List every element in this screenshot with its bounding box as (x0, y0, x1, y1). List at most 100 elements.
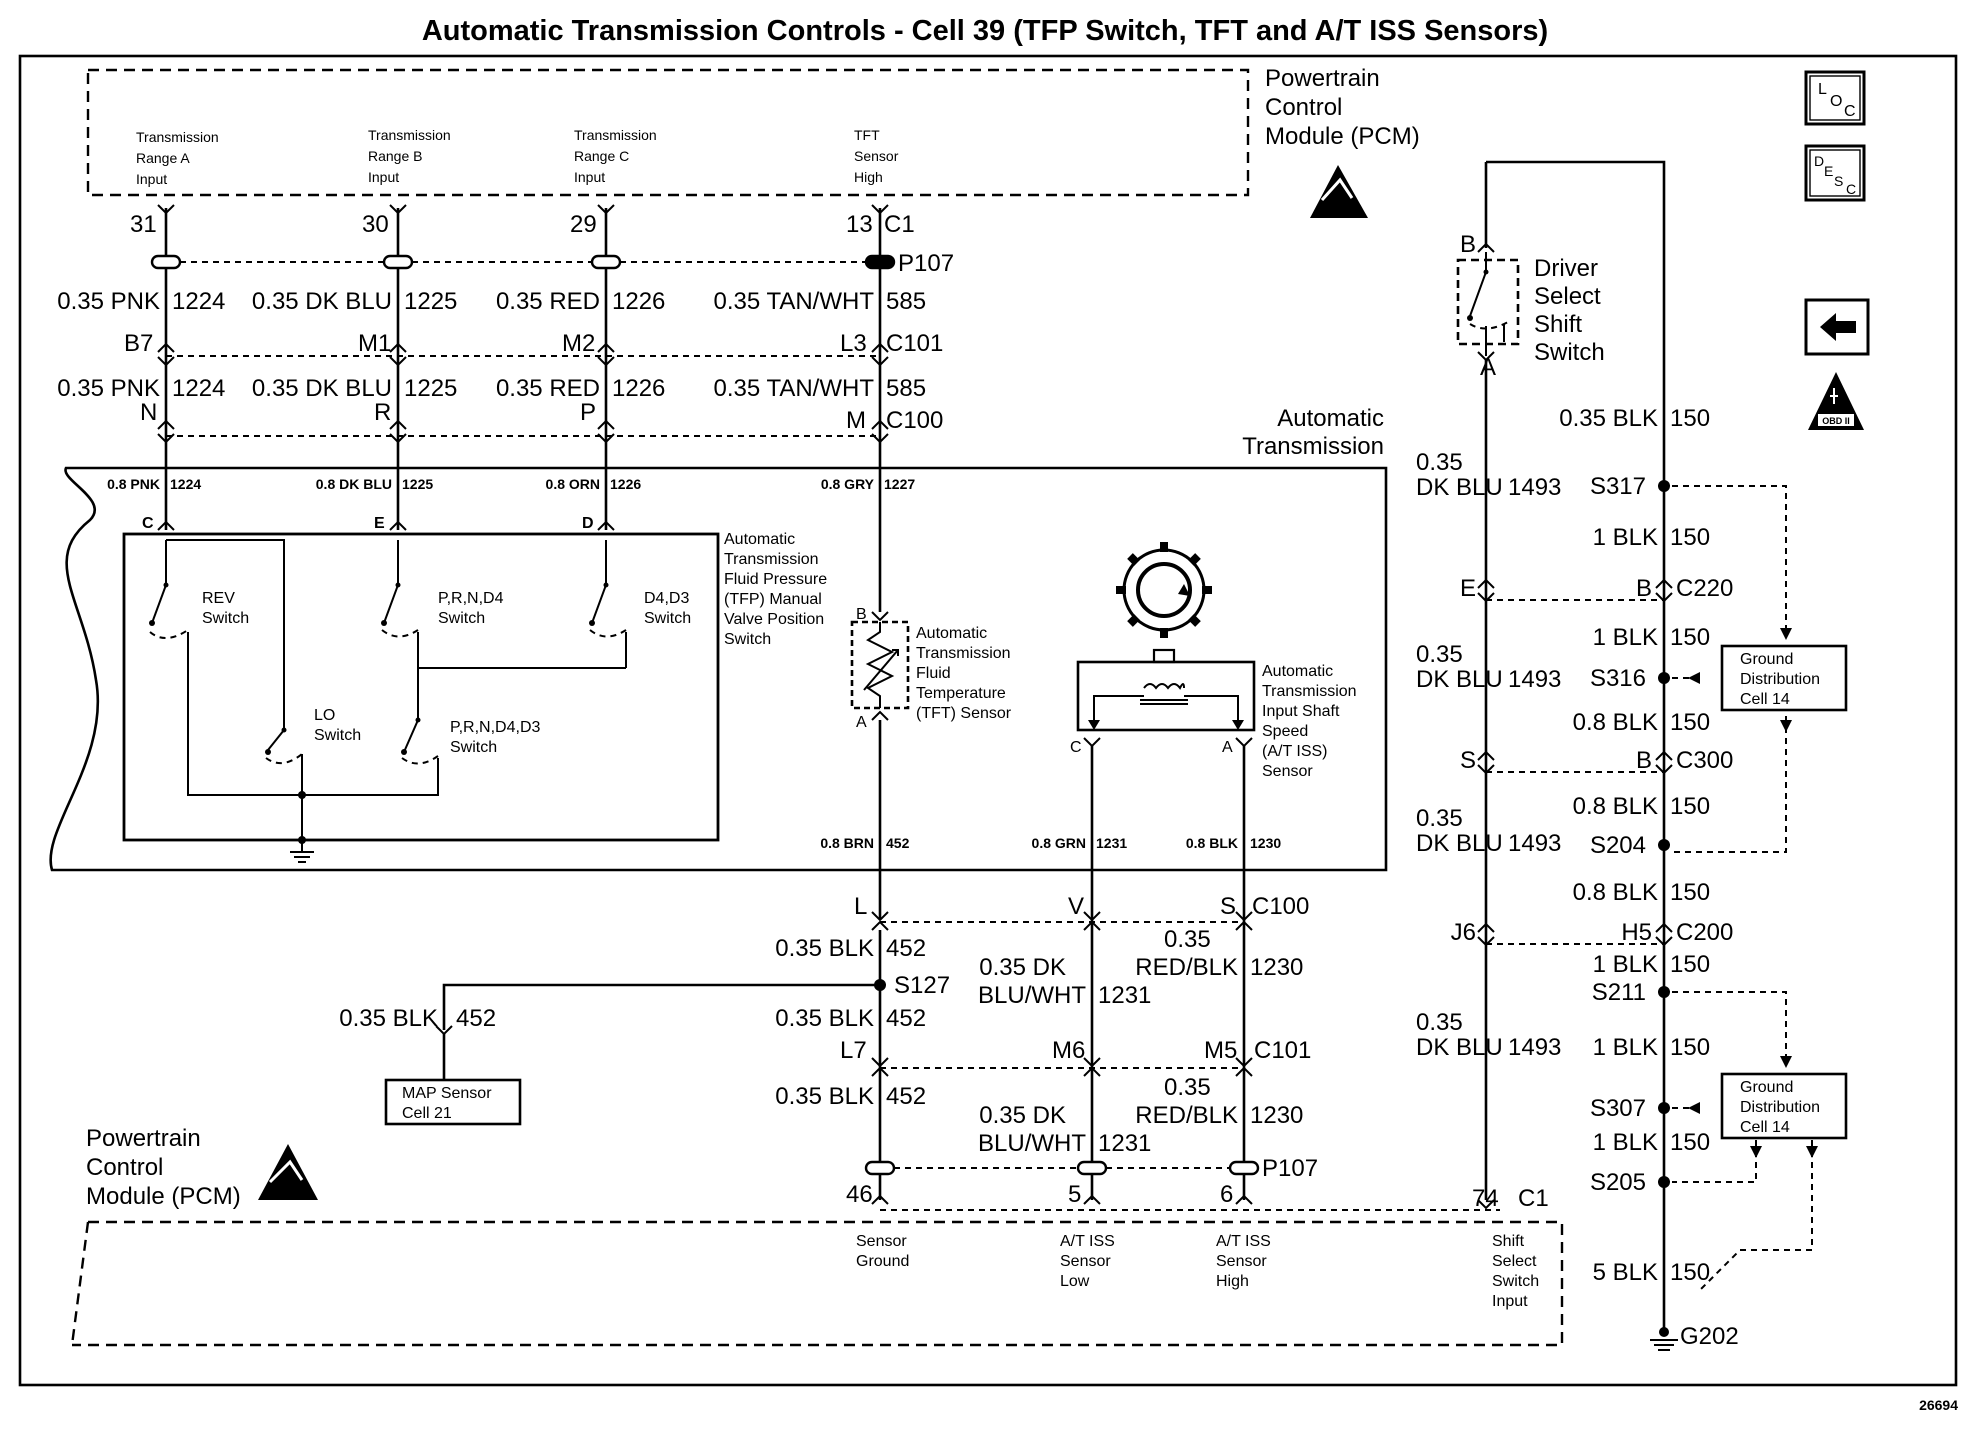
loc-icon: L O C (1804, 70, 1866, 126)
svg-text:452: 452 (886, 1005, 926, 1032)
esd-warning-icon-bottom (258, 1144, 318, 1200)
pcm-top-label-3: Module (PCM) (1265, 123, 1420, 150)
svg-text:S205: S205 (1590, 1169, 1646, 1196)
svg-text:1231: 1231 (1096, 835, 1127, 851)
pin-m: M (846, 407, 866, 434)
svg-text:585: 585 (886, 375, 926, 402)
pcm-input-range-a: Transmission Range A Input (136, 129, 219, 187)
svg-text:Switch: Switch (450, 739, 497, 756)
svg-text:1 BLK: 1 BLK (1593, 951, 1658, 978)
ground-distribution-box-2 (1720, 1072, 1848, 1140)
svg-text:S316: S316 (1590, 665, 1646, 692)
tft-sensor: B A (850, 606, 910, 920)
case-pin-e: E (374, 515, 385, 532)
svg-text:1493: 1493 (1508, 830, 1561, 857)
svg-text:S317: S317 (1590, 473, 1646, 500)
transmission-housing (49, 466, 1388, 872)
pcm-bottom-label-3: Module (PCM) (86, 1183, 241, 1210)
svg-text:0.35 BLK: 0.35 BLK (775, 935, 874, 962)
svg-text:C: C (1846, 181, 1856, 197)
svg-text:0.8 GRN: 0.8 GRN (1032, 835, 1086, 851)
svg-text:0.8 BLK: 0.8 BLK (1573, 709, 1658, 736)
case-pin-d: D (582, 515, 594, 532)
svg-text:C: C (1070, 739, 1082, 756)
svg-text:0.8 GRY: 0.8 GRY (821, 476, 875, 492)
svg-text:Sensor: Sensor (1262, 763, 1313, 780)
svg-text:A: A (856, 714, 867, 731)
svg-text:0.8 DK BLU: 0.8 DK BLU (316, 476, 392, 492)
svg-text:(TFT) Sensor: (TFT) Sensor (916, 705, 1012, 722)
svg-text:0.35: 0.35 (1164, 1074, 1211, 1101)
svg-text:150: 150 (1670, 793, 1710, 820)
page-title: Automatic Transmission Controls - Cell 3… (422, 15, 1548, 47)
svg-text:150: 150 (1670, 879, 1710, 906)
svg-text:Range A: Range A (136, 150, 190, 166)
pcm-top-label-1: Powertrain (1265, 65, 1380, 92)
pin-46: 46 (846, 1181, 873, 1208)
svg-text:P,R,N,D4,D3: P,R,N,D4,D3 (450, 719, 541, 736)
diagram-frame (18, 54, 1958, 1387)
connector-c101-bottom: C101 (1254, 1037, 1311, 1064)
svg-text:S: S (1834, 173, 1843, 189)
ground-dist-1-line-1: Ground (1740, 651, 1793, 668)
svg-text:TFT: TFT (854, 127, 880, 143)
map-sensor-box (384, 1078, 522, 1126)
svg-text:Shift: Shift (1534, 311, 1582, 338)
svg-text:OBD II: OBD II (1822, 416, 1850, 426)
iss-sensor: C A (1070, 542, 1256, 1168)
svg-text:Speed: Speed (1262, 723, 1308, 740)
pin-r: R (374, 399, 391, 426)
pin-s: S (1220, 893, 1236, 920)
ground-dist-2-line-3: Cell 14 (1740, 1119, 1790, 1136)
svg-text:BLU/WHT: BLU/WHT (978, 1130, 1086, 1157)
svg-text:1 BLK: 1 BLK (1593, 1034, 1658, 1061)
lower-wire-labels-2: 0.35 BLK 452 0.35 DK BLU/WHT 1231 0.35 R… (775, 1074, 1303, 1157)
svg-text:1493: 1493 (1508, 474, 1561, 501)
tfp-switch-box (122, 532, 720, 842)
svg-text:Automatic: Automatic (724, 531, 795, 548)
svg-text:Select: Select (1492, 1253, 1537, 1270)
svg-text:L: L (1818, 81, 1827, 98)
back-arrow-icon[interactable] (1804, 298, 1870, 356)
svg-text:Range B: Range B (368, 148, 422, 164)
svg-text:1230: 1230 (1250, 1102, 1303, 1129)
svg-text:1226: 1226 (610, 476, 641, 492)
svg-text:Ground: Ground (856, 1253, 909, 1270)
svg-text:0.8 BLK: 0.8 BLK (1186, 835, 1238, 851)
svg-text:Sensor: Sensor (1060, 1253, 1111, 1270)
svg-text:Shift: Shift (1492, 1233, 1525, 1250)
ground-g202-label: G202 (1680, 1323, 1739, 1350)
svg-text:1 BLK: 1 BLK (1593, 624, 1658, 651)
svg-text:Fluid Pressure: Fluid Pressure (724, 571, 827, 588)
pin-n: N (140, 399, 157, 426)
svg-text:B: B (1636, 747, 1652, 774)
svg-text:A/T ISS: A/T ISS (1216, 1233, 1271, 1250)
figure-number: 26694 (1919, 1397, 1958, 1413)
svg-text:Input Shaft: Input Shaft (1262, 703, 1340, 720)
svg-text:LO: LO (314, 707, 335, 724)
p107-connector-top (150, 254, 896, 270)
svg-text:Transmission: Transmission (1262, 683, 1357, 700)
svg-text:C300: C300 (1676, 747, 1733, 774)
pcm-top-label-2: Control (1265, 94, 1342, 121)
driver-switch-label: Driver Select Shift Switch (1534, 255, 1605, 366)
svg-text:150: 150 (1670, 524, 1710, 551)
tfp-internal-wiring (149, 539, 627, 863)
svg-text:E: E (1460, 575, 1476, 602)
svg-text:0.8 BRN: 0.8 BRN (820, 835, 874, 851)
svg-text:Low: Low (1060, 1273, 1090, 1290)
svg-text:Automatic: Automatic (916, 625, 987, 642)
pin-30: 30 (362, 211, 389, 238)
svg-text:REV: REV (202, 590, 235, 607)
svg-text:Temperature: Temperature (916, 685, 1006, 702)
ground-dist-1-line-3: Cell 14 (1740, 691, 1790, 708)
svg-text:1231: 1231 (1098, 982, 1151, 1009)
pin-l3: L3 (840, 330, 867, 357)
svg-text:0.8 PNK: 0.8 PNK (107, 476, 160, 492)
svg-text:0.35: 0.35 (1416, 641, 1463, 668)
svg-text:Switch: Switch (438, 610, 485, 627)
svg-text:0.8 BLK: 0.8 BLK (1573, 879, 1658, 906)
svg-text:S211: S211 (1592, 979, 1646, 1006)
case-wire-labels: 0.8 PNK 1224 0.8 DK BLU 1225 0.8 ORN 122… (107, 476, 915, 492)
svg-text:S: S (1460, 747, 1476, 774)
